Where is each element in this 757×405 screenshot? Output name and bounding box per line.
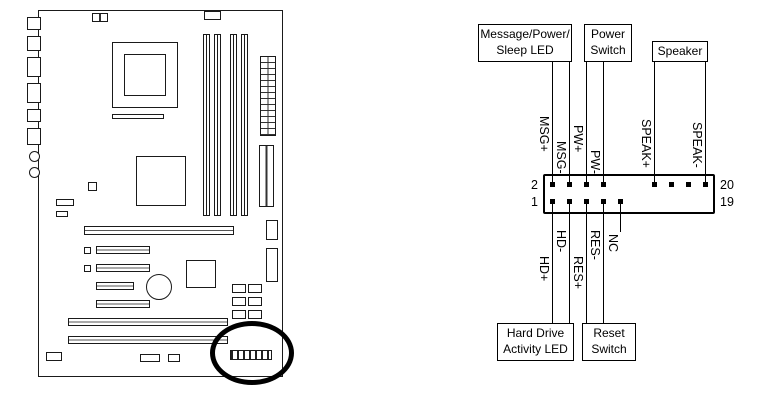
pin-16 <box>669 182 674 187</box>
side-header <box>266 220 278 240</box>
wire-res-plus <box>586 200 587 323</box>
pin-label-speak-plus: SPEAK+ <box>639 119 653 168</box>
wire-nc <box>620 200 621 232</box>
pin-label-hd-plus: HD+ <box>537 256 551 282</box>
pcie-x1-slot <box>96 246 150 254</box>
wire-hd-plus <box>552 200 553 323</box>
pin-label-hd-minus: HD- <box>554 230 568 253</box>
box-label-line: Hard Drive <box>506 326 565 341</box>
box-label-line: Speaker <box>657 43 703 58</box>
io-port-ps2 <box>27 17 41 30</box>
small-header <box>56 199 74 206</box>
chipset-southbridge <box>186 260 216 288</box>
wire-pw-plus <box>586 62 587 186</box>
audio-jack-icon <box>29 151 40 162</box>
wire-res-minus <box>603 200 604 323</box>
io-port-usb <box>27 36 41 51</box>
ram-slot <box>230 34 237 216</box>
power-switch-box: Power Switch <box>584 24 632 62</box>
message-power-sleep-led-box: Message/Power/ Sleep LED <box>478 24 572 62</box>
pcie-x1-slot <box>96 300 150 308</box>
ram-slot <box>214 34 221 216</box>
pin-1 <box>550 199 555 204</box>
io-port-1 <box>27 57 41 77</box>
pin-18 <box>686 182 691 187</box>
highlight-circle <box>210 321 294 385</box>
io-port-3 <box>27 109 41 122</box>
audio-jack-icon <box>29 167 40 178</box>
box-label-line: Message/Power/ <box>480 27 570 42</box>
wire-msg-minus <box>569 62 570 186</box>
pcie-x1-slot <box>96 264 150 272</box>
ram-slot <box>203 34 210 216</box>
pin-2 <box>550 182 555 187</box>
side-header <box>266 248 278 282</box>
pin-number-20: 20 <box>720 178 734 192</box>
pin-8 <box>601 182 606 187</box>
hard-drive-activity-led-box: Hard Drive Activity LED <box>497 323 574 361</box>
pin-label-res-minus: RES- <box>588 230 602 260</box>
pci-slot <box>68 336 228 344</box>
pcie-x16-slot <box>84 226 234 235</box>
io-port-lan <box>27 128 41 145</box>
sata-port <box>248 297 262 306</box>
pin-label-msg-plus: MSG+ <box>537 116 551 152</box>
cpu-socket-inner <box>124 54 166 96</box>
top-header <box>204 11 221 20</box>
pin-3 <box>567 199 572 204</box>
pin-label-nc: NC <box>606 234 620 253</box>
io-port-2 <box>27 83 41 103</box>
pin-4 <box>567 182 572 187</box>
pin-label-speak-minus: SPEAK- <box>690 122 704 168</box>
fan-header <box>84 247 91 254</box>
ram-slot <box>241 34 248 216</box>
box-label-line: Switch <box>590 43 626 57</box>
atx-power-connector <box>260 56 276 136</box>
pin-9 <box>618 199 623 204</box>
sata-port <box>248 284 262 293</box>
fan-header <box>84 265 91 272</box>
box-label-line: Power <box>590 27 625 42</box>
bottom-header <box>46 352 62 361</box>
wire-speak-plus <box>654 62 655 186</box>
pin-header-block <box>543 174 715 214</box>
sata-port <box>232 310 246 319</box>
box-label-line: Sleep LED <box>496 43 554 57</box>
wire-msg-plus <box>552 62 553 186</box>
pin-number-1: 1 <box>531 195 538 209</box>
box-label-line: Activity LED <box>503 342 568 356</box>
reset-switch-box: Reset Switch <box>582 323 636 361</box>
atx12v-connector <box>92 13 108 22</box>
pin-label-pw-plus: PW+ <box>571 124 585 152</box>
box-label-line: Reset <box>593 326 625 341</box>
pin-label-pw-minus: PW- <box>588 149 602 174</box>
cmos-battery <box>146 274 172 300</box>
pci-slot <box>68 318 228 326</box>
wire-speak-minus <box>705 62 706 186</box>
pin-label-msg-minus: MSG- <box>554 141 568 174</box>
ide-connector <box>259 145 274 207</box>
sata-port <box>248 310 262 319</box>
pin-6 <box>584 182 589 187</box>
box-label-line: Switch <box>591 342 627 356</box>
small-header <box>88 182 97 191</box>
pin-number-2: 2 <box>531 178 538 192</box>
bottom-header <box>168 354 180 362</box>
pin-number-19: 19 <box>720 195 734 209</box>
small-header <box>56 211 68 217</box>
pin-5 <box>584 199 589 204</box>
sata-port <box>232 284 246 293</box>
pin-label-res-plus: RES+ <box>571 256 585 290</box>
pcie-x1-slot <box>96 282 134 290</box>
cpu-retention-bracket <box>112 114 164 119</box>
speaker-box: Speaker <box>652 41 708 62</box>
pin-7 <box>601 199 606 204</box>
pin-14 <box>652 182 657 187</box>
chipset-northbridge <box>136 156 186 206</box>
wire-pw-minus <box>603 62 604 186</box>
bottom-header <box>140 354 160 362</box>
pin-20 <box>703 182 708 187</box>
sata-port <box>232 297 246 306</box>
wire-hd-minus <box>569 200 570 323</box>
